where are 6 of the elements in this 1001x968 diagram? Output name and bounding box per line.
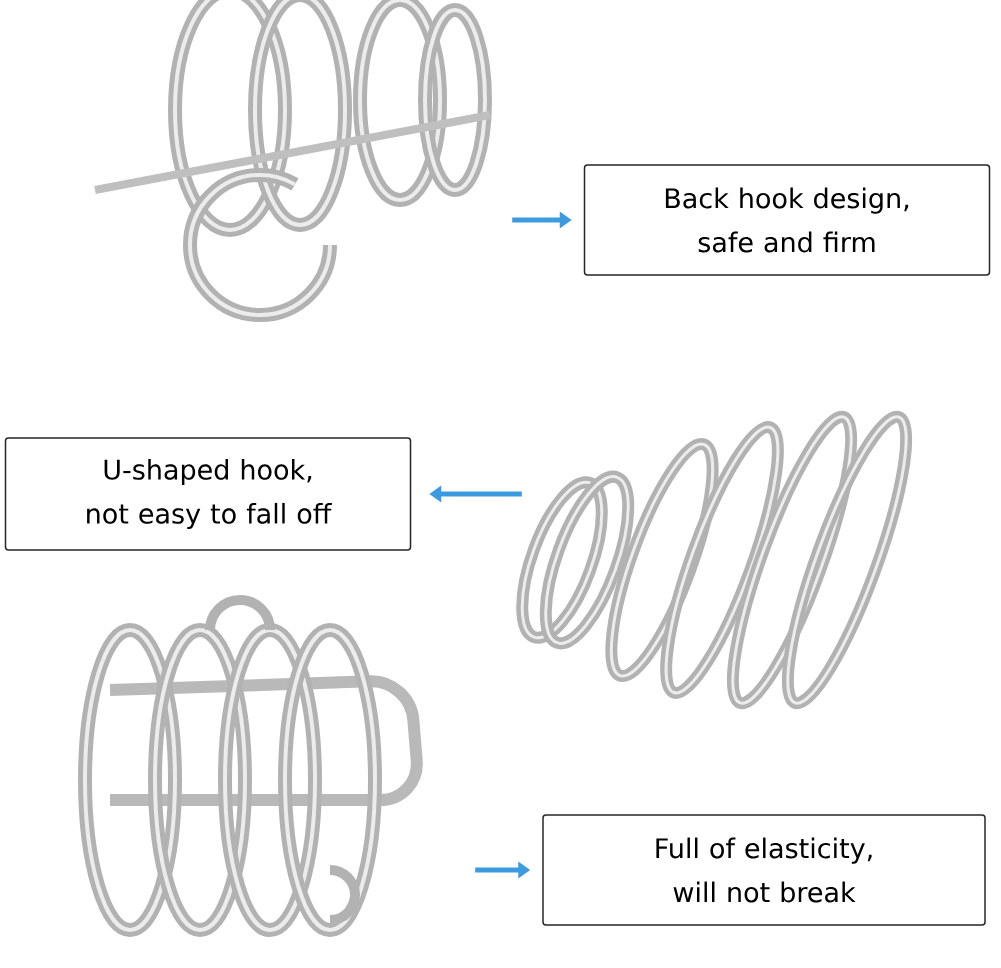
hook-photo: [94, 0, 492, 322]
text-box: Full of elasticity, will not break: [542, 814, 986, 926]
text-box: Back hook design, safe and firm: [583, 164, 991, 276]
coil-photo: [78, 595, 423, 937]
spring-photo: [516, 411, 913, 709]
text-box: U-shaped hook, not easy to fall off: [4, 437, 412, 551]
